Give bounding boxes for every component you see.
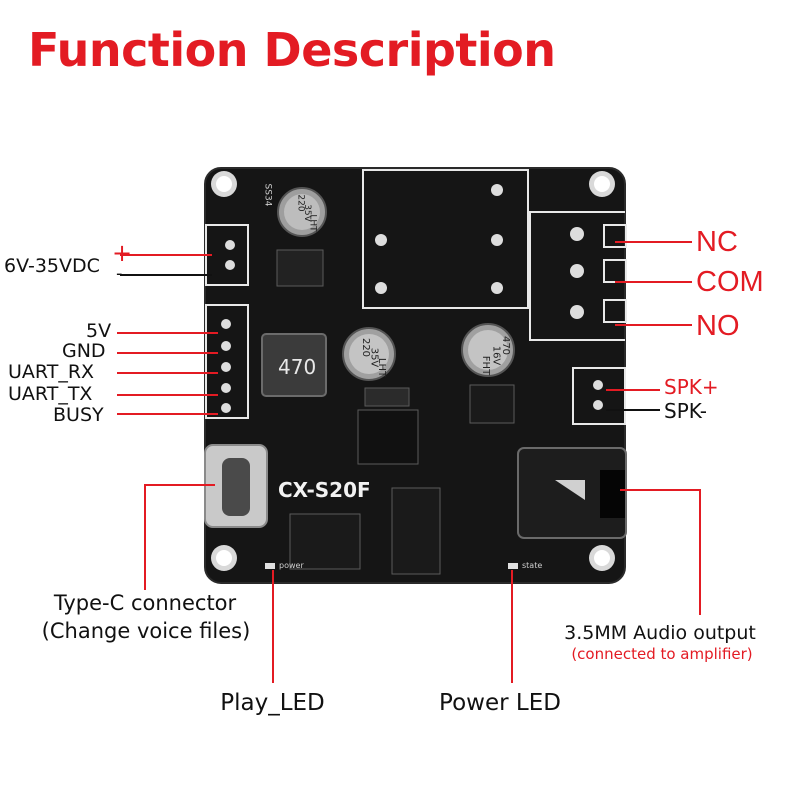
pin-uart-rx-label: UART_RX xyxy=(8,361,95,383)
terminal-pad xyxy=(570,305,584,319)
leader-audio xyxy=(620,489,701,615)
power-led xyxy=(508,563,518,569)
board-model-label: CX-S20F xyxy=(278,478,371,502)
leader-type-c xyxy=(144,484,215,590)
power-silkscreen: power xyxy=(279,561,304,570)
flash-ic xyxy=(289,513,361,570)
pin-gnd-label: GND xyxy=(62,340,106,362)
header-pad xyxy=(221,403,231,413)
terminal-pad xyxy=(570,264,584,278)
relay-pin xyxy=(491,282,503,294)
capacitor-top xyxy=(277,187,327,237)
minus-sign: - xyxy=(116,263,123,284)
speaker-header xyxy=(572,367,626,425)
amp-ic xyxy=(469,384,515,424)
cap-left-marking-3: LHT xyxy=(376,357,388,378)
plus-sign: + xyxy=(112,239,133,267)
relay-terminal-outline xyxy=(529,211,625,341)
diode xyxy=(364,387,410,407)
audio-output-sublabel: (connected to amplifier) xyxy=(571,645,753,663)
header-pad xyxy=(593,400,603,410)
relay-com-label: COM xyxy=(696,266,764,298)
relay-pin xyxy=(375,282,387,294)
mounting-hole xyxy=(589,545,615,571)
cap-right-marking-2: 16V xyxy=(490,345,502,366)
header-pad xyxy=(225,240,235,250)
relay-pin xyxy=(491,234,503,246)
pin-5v-label: 5V xyxy=(86,320,112,342)
audio-jack-mouth xyxy=(600,470,625,518)
spk-minus-label: SPK- xyxy=(664,399,707,423)
relay-terminal-tab xyxy=(603,299,627,323)
type-c-sublabel: (Change voice files) xyxy=(41,619,251,643)
type-c-label: Type-C connector xyxy=(53,591,237,615)
capacitor-left xyxy=(342,327,396,381)
header-pad xyxy=(221,362,231,372)
power-led-label: Power LED xyxy=(439,690,561,716)
play-led-label: Play_LED xyxy=(220,690,325,716)
header-pad xyxy=(225,260,235,270)
relay-footprint xyxy=(362,169,529,309)
header-pad xyxy=(221,341,231,351)
power-input-label: 6V-35VDC xyxy=(4,255,100,277)
cap-right-marking-3: FHT xyxy=(480,355,492,376)
play-led xyxy=(265,563,275,569)
regulator-ic xyxy=(276,249,324,287)
terminal-pad xyxy=(570,227,584,241)
capacitor-right xyxy=(461,323,515,377)
relay-no-label: NO xyxy=(696,310,740,342)
audio-output-label: 3.5MM Audio output xyxy=(564,622,756,644)
mounting-hole xyxy=(211,171,237,197)
relay-nc-label: NC xyxy=(696,226,738,258)
mounting-hole xyxy=(589,171,615,197)
audio-jack-pin xyxy=(555,480,585,500)
spk-plus-label: SPK+ xyxy=(664,375,719,399)
cap-right-marking-1: 470 xyxy=(500,335,512,356)
header-pad xyxy=(221,383,231,393)
mounting-hole xyxy=(211,545,237,571)
usb-c-opening xyxy=(222,458,250,516)
inductor xyxy=(261,333,327,397)
relay-pin xyxy=(375,234,387,246)
ldo-chip xyxy=(357,409,419,465)
ic-marking: SS34 xyxy=(262,183,273,207)
header-pad xyxy=(593,380,603,390)
page-title: Function Description xyxy=(28,23,556,77)
header-pad xyxy=(221,319,231,329)
mp3-ic xyxy=(391,487,441,575)
relay-terminal-tab xyxy=(603,224,627,248)
state-silkscreen: state xyxy=(522,561,543,570)
pin-busy-label: BUSY xyxy=(53,404,104,426)
pin-uart-tx-label: UART_TX xyxy=(8,383,93,405)
relay-pin xyxy=(491,184,503,196)
uart-header xyxy=(205,304,249,419)
cap-top-marking-3: LHT xyxy=(307,214,318,232)
inductor-marking: 470 xyxy=(278,355,317,379)
audio-jack xyxy=(517,447,627,539)
